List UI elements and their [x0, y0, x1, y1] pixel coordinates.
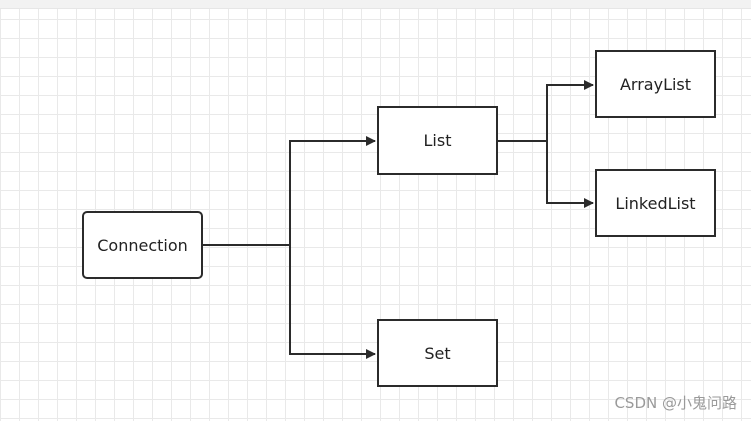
- node-arraylist[interactable]: ArrayList: [595, 50, 716, 118]
- node-connection-label: Connection: [97, 235, 188, 255]
- node-linkedlist-label: LinkedList: [615, 193, 696, 213]
- top-toolbar-strip: [0, 0, 751, 9]
- node-list-label: List: [423, 131, 452, 150]
- node-set[interactable]: Set: [377, 319, 498, 387]
- node-set-label: Set: [424, 343, 451, 363]
- connector-connection-list: [203, 136, 376, 246]
- node-arraylist-label: ArrayList: [619, 74, 692, 94]
- watermark-text: CSDN @小鬼问路: [614, 394, 737, 412]
- connector-list-arraylist: [498, 80, 594, 142]
- connector-list-linkedlist: [546, 141, 594, 208]
- connector-connection-set: [289, 245, 376, 359]
- node-connection[interactable]: Connection: [82, 211, 203, 279]
- node-linkedlist[interactable]: LinkedList: [595, 169, 716, 237]
- node-list[interactable]: List: [377, 106, 498, 175]
